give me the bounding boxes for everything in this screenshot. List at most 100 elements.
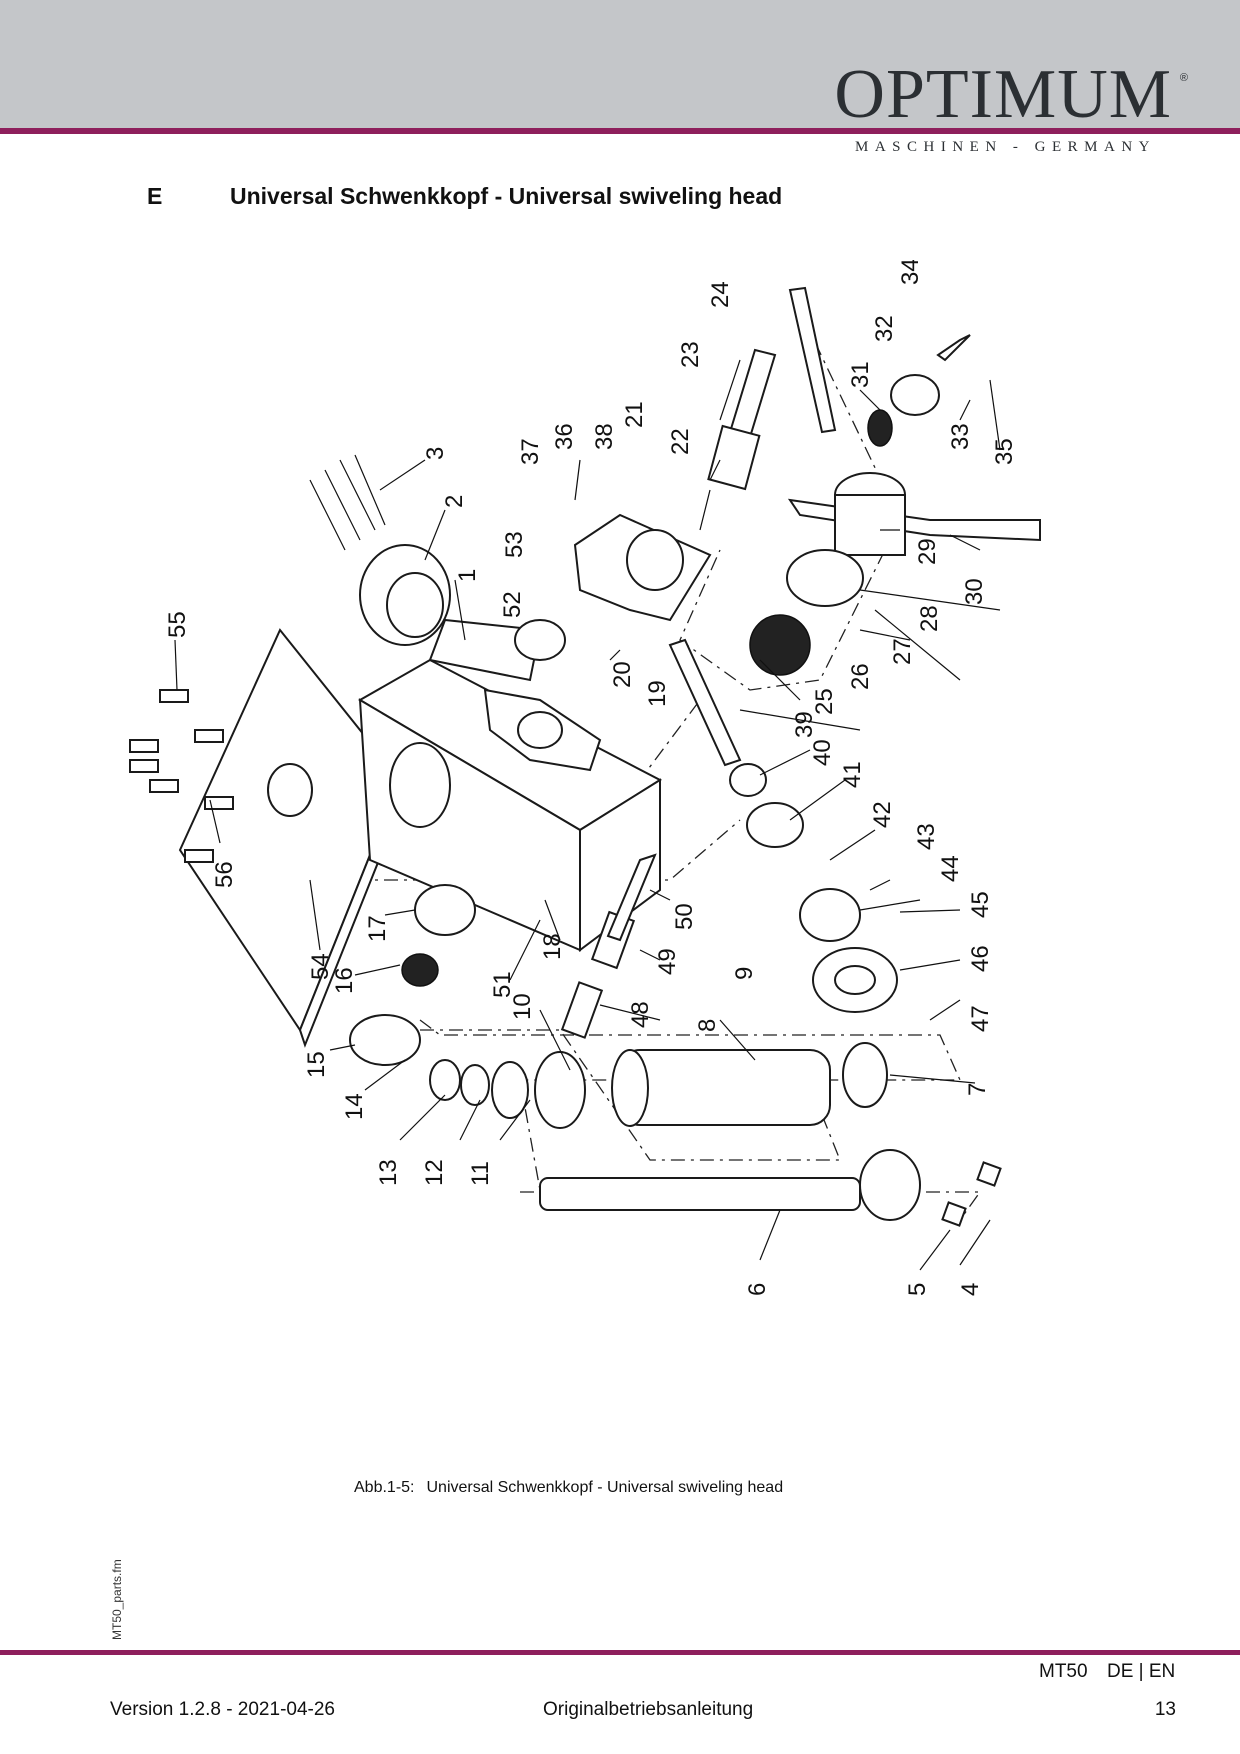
nut (941, 1201, 967, 1227)
part-number: 32 (871, 315, 898, 342)
part-number: 49 (654, 948, 681, 975)
nut (429, 1059, 461, 1101)
assembly-axis (420, 1029, 841, 1161)
part-number: 55 (164, 611, 191, 638)
part-number: 28 (916, 605, 943, 632)
scale-ring (786, 549, 864, 607)
figure-caption: Abb.1-5: Universal Schwenkkopf - Universa… (354, 1479, 783, 1497)
pinion-gear (707, 424, 761, 491)
part-number: 22 (667, 428, 694, 455)
mounting-plate (178, 628, 402, 1033)
spindle (539, 1177, 861, 1211)
part-number: 40 (809, 739, 836, 766)
exploded-parts-diagram: 1 2 3 4 5 6 7 8 9 10 11 12 13 14 15 16 1… (100, 258, 1170, 1460)
lever-hub-body (834, 494, 906, 556)
part-number: 3 (422, 447, 449, 460)
part-number: 10 (509, 993, 536, 1020)
part-number: 6 (744, 1283, 771, 1296)
caption-text: Universal Schwenkkopf - Universal swivel… (426, 1479, 784, 1496)
clutch-gear (799, 888, 861, 942)
gear-ring (401, 953, 439, 987)
part-number: 19 (644, 680, 671, 707)
part-number: 37 (517, 438, 544, 465)
logo-subtitle: MASCHINEN - GERMANY (854, 139, 1156, 155)
part-number: 8 (694, 1019, 721, 1032)
part-number: 27 (889, 638, 916, 665)
part-number: 18 (539, 933, 566, 960)
plate-bore (267, 763, 313, 817)
part-number: 16 (331, 967, 358, 994)
screw (194, 729, 224, 743)
lever-arm (787, 498, 1041, 542)
part-number: 7 (964, 1083, 991, 1096)
leader-lines (174, 359, 1001, 1271)
footer-version: Version 1.2.8 - 2021-04-26 (110, 1699, 335, 1720)
footer-rule (0, 1650, 1240, 1655)
nut (976, 1161, 1002, 1187)
part-number: 31 (847, 361, 874, 388)
spring (867, 409, 893, 447)
part-number: 20 (609, 661, 636, 688)
bearing (491, 1061, 529, 1119)
screw (149, 779, 179, 793)
part-number: 4 (957, 1283, 984, 1296)
screw (159, 689, 189, 703)
footer-doc-type: Originalbetriebsanleitung (543, 1699, 754, 1720)
part-number: 1 (454, 569, 481, 582)
quill (619, 1049, 831, 1126)
part-number: 52 (499, 591, 526, 618)
flange (746, 802, 804, 848)
part-number: 34 (897, 260, 924, 285)
bearing (729, 763, 767, 797)
sleeve-collar (414, 884, 476, 936)
parts-drawing: 1 2 3 4 5 6 7 8 9 10 11 12 13 14 15 16 1… (129, 258, 1041, 1296)
part-number: 35 (991, 438, 1018, 465)
page-number: 13 (1154, 1699, 1176, 1720)
flange (890, 374, 940, 416)
spacer-ring (534, 1051, 586, 1129)
pin (936, 334, 971, 362)
part-number: 23 (677, 341, 704, 368)
part-number: 12 (421, 1159, 448, 1186)
spindle-flange (859, 1149, 921, 1221)
bracket-bore (626, 529, 684, 591)
part-number: 45 (967, 891, 994, 918)
clamp-lever (606, 853, 657, 942)
part-number: 44 (937, 855, 964, 882)
part-number: 39 (791, 711, 818, 738)
bearing (842, 1042, 888, 1108)
bolt (324, 469, 361, 541)
part-number: 25 (811, 688, 838, 715)
pinion-sleeve (560, 981, 604, 1039)
part-number: 29 (914, 538, 941, 565)
section-letter: E (147, 183, 163, 209)
part-number: 17 (364, 915, 391, 942)
part-number: 11 (467, 1161, 494, 1186)
footer-model: MT50 (1039, 1661, 1088, 1682)
screw (204, 796, 234, 810)
worm-shaft (668, 638, 742, 767)
header-band (0, 0, 1240, 128)
part-number: 24 (707, 281, 734, 308)
part-number: 38 (591, 423, 618, 450)
cap-ring (349, 1014, 421, 1066)
assembly-axis (419, 1019, 962, 1191)
part-number: 54 (307, 953, 334, 980)
lever-arm (788, 286, 837, 434)
screw (129, 739, 159, 753)
part-number: 53 (501, 531, 528, 558)
screw (184, 849, 214, 863)
part-number: 33 (947, 423, 974, 450)
caption-number: Abb.1-5: (354, 1479, 415, 1496)
screw (129, 759, 159, 773)
part-number: 42 (869, 801, 896, 828)
handwheel-hub (834, 965, 876, 995)
section-title: Universal Schwenkkopf - Universal swivel… (230, 183, 783, 209)
part-number: 56 (211, 861, 238, 888)
quill-end (611, 1049, 649, 1127)
part-number: 36 (551, 423, 578, 450)
cover-bore (517, 711, 563, 749)
logo: OPTIMUM (834, 56, 1172, 133)
source-file-label: MT50_parts.fm (110, 1559, 124, 1640)
part-number: 47 (967, 1005, 994, 1032)
